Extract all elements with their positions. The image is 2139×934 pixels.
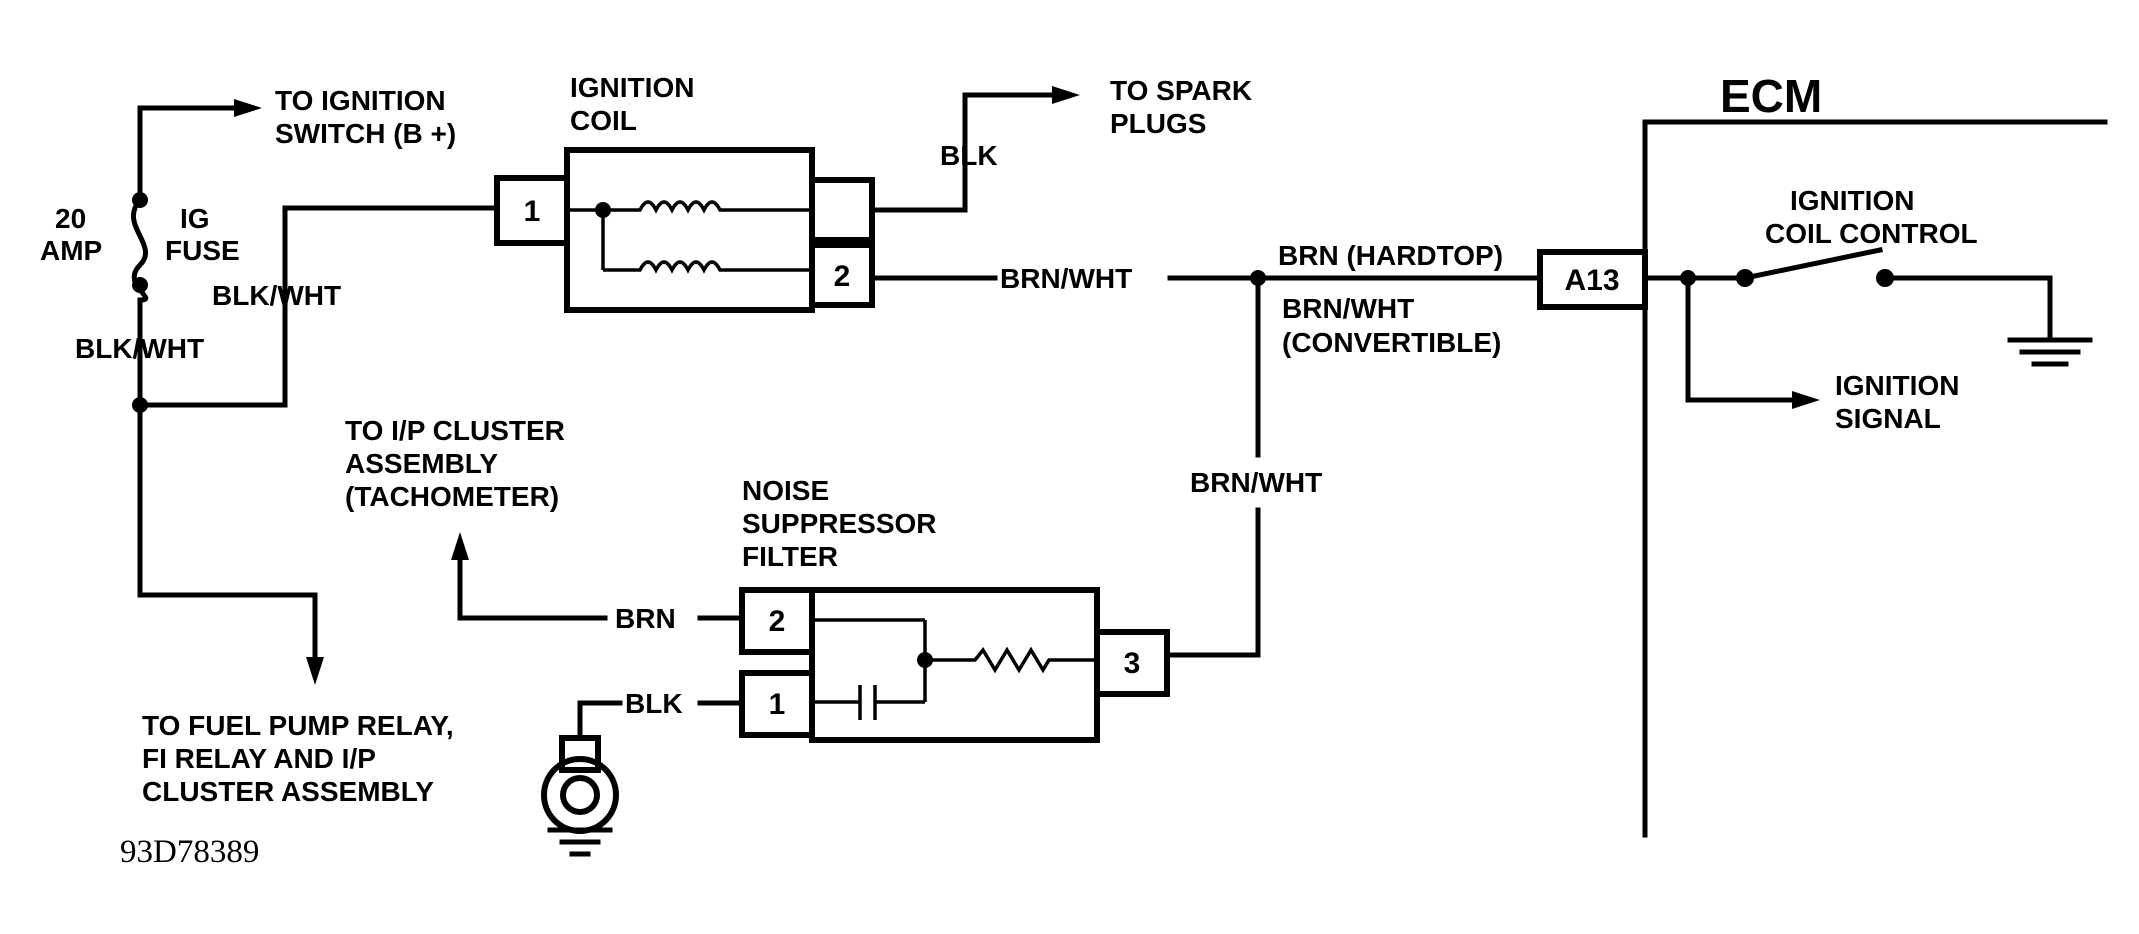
wire-blk-wht-right-label: BLK/WHT: [212, 280, 341, 311]
coil-pin-1-label: 1: [524, 195, 541, 228]
filter-pin-3: [1094, 629, 1170, 697]
fuse-name-label: IG FUSE: [165, 203, 240, 266]
noise-suppressor-filter: [739, 587, 1170, 743]
to-spark-plugs-label: TO SPARK PLUGS: [1110, 75, 1260, 139]
fuse-rating-label: 20 AMP: [40, 203, 102, 266]
ignition-switch-arrow: [137, 99, 262, 117]
ignition-coil: [494, 147, 875, 313]
ecm-pin-a13-label: A13: [1564, 264, 1619, 297]
ignition-coil-control-label: IGNITION COIL CONTROL: [1765, 185, 1978, 249]
wire-brn-wht-coil-label: BRN/WHT: [1000, 263, 1132, 294]
fuel-pump-feed-wire: [137, 402, 324, 685]
blk-wht-feed-wire: [132, 205, 500, 413]
to-ignition-switch-label: TO IGNITION SWITCH (B +): [275, 85, 456, 149]
filter-pin-3-label: 3: [1124, 647, 1141, 680]
to-fuel-pump-label: TO FUEL PUMP RELAY, FI RELAY AND I/P CLU…: [142, 710, 462, 807]
figure-reference: 93D78389: [120, 834, 259, 870]
ig-fuse: [131, 105, 149, 408]
filter-pin-1-label: 1: [769, 688, 786, 721]
wire-brn-wht-vertical-label: BRN/WHT: [1190, 467, 1322, 498]
brn-wht-signal-wire: [869, 270, 1543, 658]
wire-blk-wht-left-label: BLK/WHT: [75, 333, 204, 364]
filter-ground-wire: [541, 700, 745, 857]
ignition-coil-label: IGNITION COIL: [570, 72, 702, 136]
wire-brn-hardtop-label: BRN (HARDTOP): [1278, 240, 1503, 271]
ignition-signal-label: IGNITION SIGNAL: [1835, 370, 1967, 434]
filter-pin-2: [739, 587, 815, 655]
spark-plug-wire: [869, 86, 1080, 213]
wire-blk-top-label: BLK: [940, 140, 998, 171]
coil-pin-2: [809, 242, 875, 308]
to-ip-cluster-label: TO I/P CLUSTER ASSEMBLY (TACHOMETER): [345, 415, 573, 512]
ecm-pin-a13: [1537, 249, 1648, 310]
coil-pin-2-label: 2: [834, 260, 851, 293]
filter-pin-2-label: 2: [769, 605, 786, 638]
coil-pin-2-box: [809, 177, 875, 243]
ecm-module: [1537, 119, 2108, 838]
tachometer-wire: [451, 532, 745, 621]
wire-brn-label: BRN: [615, 603, 676, 634]
ecm-label: ECM: [1720, 70, 1822, 122]
noise-filter-label: NOISE SUPPRESSOR FILTER: [742, 475, 944, 572]
wire-brn-wht-convertible-label: BRN/WHT (CONVERTIBLE): [1282, 293, 1501, 358]
wire-blk-filter-label: BLK: [625, 688, 683, 719]
